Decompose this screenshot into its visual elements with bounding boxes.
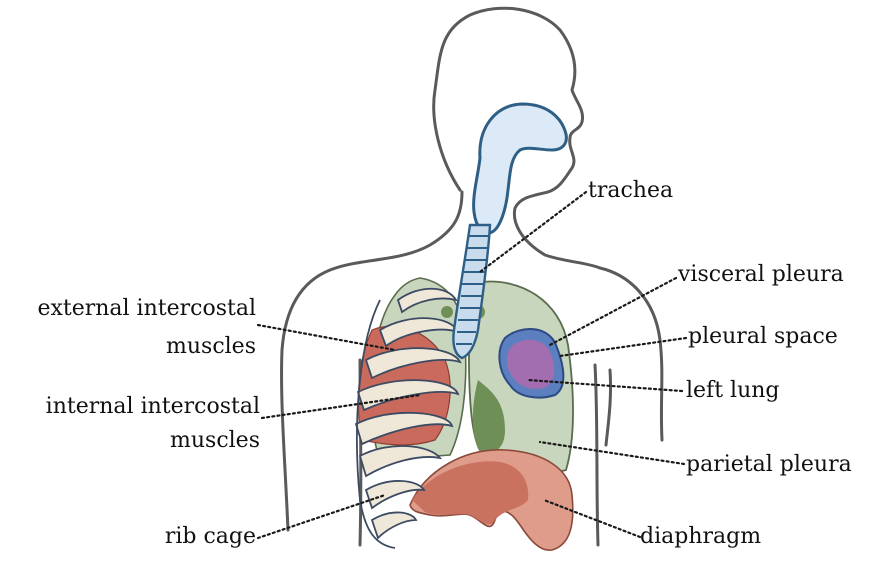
leader-pleural-space <box>560 338 686 356</box>
label-diaphragm: diaphragm <box>640 522 761 552</box>
label-external-intercostal-line2: muscles <box>166 332 256 362</box>
label-trachea: trachea <box>588 176 673 206</box>
leader-rib-cage <box>258 495 385 538</box>
label-left-lung: left lung <box>686 376 780 406</box>
label-parietal-pleura: parietal pleura <box>686 450 852 480</box>
right-arm-line <box>606 370 611 445</box>
lung-spot <box>441 306 453 318</box>
label-external-intercostal-line1: external intercostal <box>37 294 256 324</box>
rib <box>372 512 416 538</box>
rib <box>360 446 440 476</box>
label-rib-cage: rib cage <box>165 522 256 552</box>
label-internal-intercostal-line2: muscles <box>170 426 260 456</box>
nasal-oral-airway <box>474 104 567 233</box>
right-inner-arm <box>595 365 598 545</box>
leader-visceral-pleura <box>548 278 676 346</box>
label-pleural-space: pleural space <box>688 322 838 352</box>
label-visceral-pleura: visceral pleura <box>678 260 844 290</box>
label-internal-intercostal-line1: internal intercostal <box>46 392 260 422</box>
